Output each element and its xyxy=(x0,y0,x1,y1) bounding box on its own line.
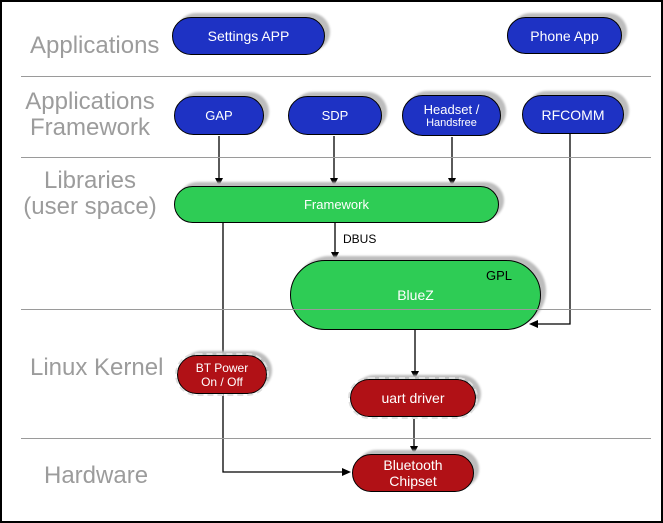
section-label-hardware: Hardware xyxy=(44,462,149,489)
divider-kernel-hardware xyxy=(21,438,651,439)
node-uart-driver-label: uart driver xyxy=(381,390,445,406)
node-settings-app-label: Settings APP xyxy=(207,28,290,44)
node-headset-handsfree: Headset / Handsfree xyxy=(402,95,501,136)
node-headset-label-line2: Handsfree xyxy=(426,116,477,129)
divider-libraries-kernel xyxy=(21,309,651,310)
node-phone-app-label: Phone App xyxy=(530,27,599,44)
node-rfcomm: RFCOMM xyxy=(522,95,624,134)
node-framework-label: Framework xyxy=(303,197,369,212)
dbus-edge-label: DBUS xyxy=(343,232,377,246)
node-rfcomm-label: RFCOMM xyxy=(541,106,605,123)
node-bt-power-label-line2: On / Off xyxy=(201,374,243,389)
node-bt-power: BT Power On / Off xyxy=(175,353,269,396)
section-label-libraries-user-space: Libraries (user space) xyxy=(23,167,157,220)
bluez-gpl-tag: GPL xyxy=(485,268,512,283)
arrow-rfcomm-to-bluez xyxy=(538,134,571,325)
node-headset-label-line1: Headset / xyxy=(423,101,480,117)
arrowhead-gap xyxy=(215,178,223,186)
divider-applications-framework xyxy=(21,76,651,77)
arrowhead-headset xyxy=(448,178,456,186)
node-bluez-label: BlueZ xyxy=(397,287,434,303)
arrowhead-rfcomm xyxy=(529,320,538,328)
node-bluetooth-chipset: Bluetooth Chipset xyxy=(352,454,474,492)
divider-framework-libraries xyxy=(21,157,651,158)
node-sdp-label: SDP xyxy=(321,108,349,123)
section-label-applications-framework: Applications Framework xyxy=(25,88,155,141)
node-framework: Framework xyxy=(174,186,499,223)
arrowhead-dbus xyxy=(331,252,339,260)
arrowhead-elbow-chipset xyxy=(342,468,351,476)
node-bt-chipset-label-line2: Chipset xyxy=(389,473,437,489)
section-label-linux-kernel: Linux Kernel xyxy=(30,354,164,381)
arrowhead-bluez-uart xyxy=(411,371,419,379)
node-phone-app: Phone App xyxy=(507,17,622,54)
arrowhead-uart-chipset xyxy=(410,446,418,454)
node-bt-chipset-label-line1: Bluetooth xyxy=(383,457,443,473)
node-uart-driver: uart driver xyxy=(348,377,478,419)
node-gap: GAP xyxy=(174,96,264,135)
node-bt-power-label-line1: BT Power xyxy=(195,360,249,375)
section-label-applications: Applications xyxy=(30,32,160,59)
node-sdp: SDP xyxy=(288,96,382,135)
node-gap-label: GAP xyxy=(205,108,233,123)
node-settings-app: Settings APP xyxy=(172,17,325,55)
node-bluez: GPL BlueZ xyxy=(290,260,541,330)
arrowhead-sdp xyxy=(330,178,338,186)
